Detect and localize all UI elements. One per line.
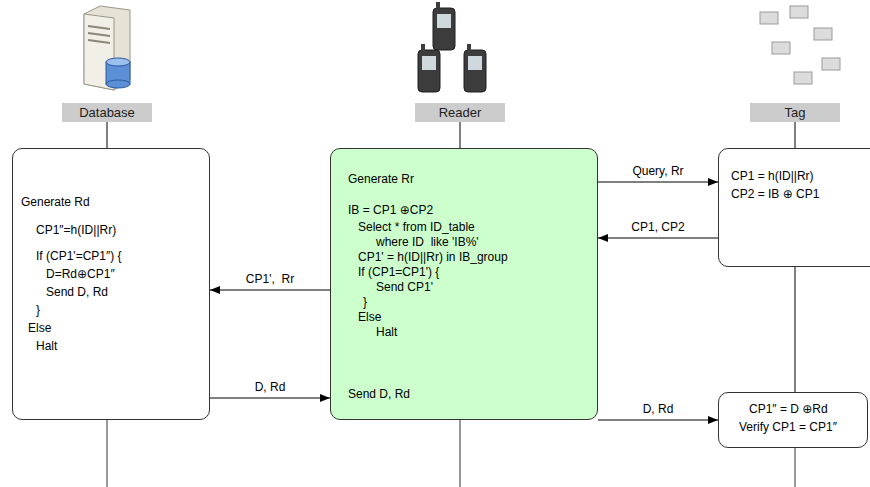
handheld <box>433 8 455 50</box>
step-text: Halt <box>376 325 397 339</box>
step-text: } <box>36 303 40 317</box>
lifeline <box>460 420 461 487</box>
handheld-screen <box>422 56 436 70</box>
lifeline <box>107 420 108 487</box>
message-label: Query, Rr <box>630 164 685 178</box>
step-text: CP1 = h(ID||Rr) <box>731 169 814 183</box>
handheld-screen <box>468 56 482 70</box>
server-body <box>84 6 130 90</box>
message-arrow <box>598 420 718 421</box>
step-text: Send CP1' <box>376 280 433 294</box>
lifeline <box>107 122 108 148</box>
step-text: Else <box>28 321 51 335</box>
actor-label: Database <box>62 103 152 122</box>
message-label: D, Rd <box>641 402 676 416</box>
lifeline <box>460 122 461 148</box>
message-arrow <box>598 238 718 239</box>
server-slot <box>88 33 110 36</box>
step-text: Generate Rr <box>348 172 414 186</box>
step-text: Halt <box>36 339 57 353</box>
step-text: Verify CP1 = CP1″ <box>739 420 837 434</box>
handheld-screen <box>437 14 451 28</box>
handheld-antenna <box>421 44 425 52</box>
handheld-antenna <box>467 44 471 52</box>
server-icon <box>84 6 130 90</box>
handheld <box>464 50 486 92</box>
actor-name: Database <box>79 106 135 120</box>
tag-chip <box>790 6 808 18</box>
actor-name: Tag <box>785 106 806 120</box>
handheld <box>418 50 440 92</box>
step-text: CP1' = h(ID||Rr) in IB_group <box>358 250 508 264</box>
actor-name: Reader <box>439 106 482 120</box>
tag-icon <box>760 6 840 84</box>
step-text: Generate Rd <box>21 195 90 209</box>
step-text: Send D, Rd <box>348 387 410 401</box>
message-arrow <box>598 182 718 183</box>
database-box: Generate Rd CP1″=h(ID||Rr) If (CP1'=CP1″) … <box>12 148 210 420</box>
step-text: } <box>363 295 367 309</box>
step-text: CP2 = IB ⊕ CP1 <box>731 187 819 201</box>
tag-box: CP1″ = D ⊕RdVerify CP1 = CP1″ <box>718 392 868 448</box>
step-text: IB = CP1 ⊕CP2 <box>348 203 433 217</box>
message-arrow <box>210 398 330 399</box>
tag-chip <box>794 72 812 84</box>
tag-chip <box>822 58 840 70</box>
reader-icon <box>418 2 486 92</box>
server-slot <box>88 26 110 29</box>
step-text: Send D, Rd <box>46 285 108 299</box>
message-label: CP1, CP2 <box>629 220 686 234</box>
tag-chip <box>772 42 790 54</box>
step-text: where ID like 'IB%' <box>376 235 479 249</box>
message-label: CP1', Rr <box>244 272 296 286</box>
step-text: CP1″ = D ⊕Rd <box>749 402 828 416</box>
disk-top <box>106 58 130 66</box>
lifeline <box>795 267 796 392</box>
step-text: Select * from ID_table <box>358 220 475 234</box>
server-slot <box>88 40 110 43</box>
tag-box: CP1 = h(ID||Rr) CP2 = IB ⊕ CP1 <box>718 148 870 267</box>
handheld-antenna <box>436 2 440 10</box>
actor-label: Tag <box>750 103 840 122</box>
step-text: CP1″=h(ID||Rr) <box>36 223 116 237</box>
lifeline <box>795 122 796 148</box>
actor-label: Reader <box>415 103 505 122</box>
tag-chip <box>760 12 778 24</box>
step-text: If (CP1=CP1') { <box>358 265 439 279</box>
message-label: D, Rd <box>253 380 288 394</box>
disk-bottom <box>106 80 130 88</box>
reader-box: Generate Rr IB = CP1 ⊕CP2Select * from ID… <box>330 148 598 420</box>
step-text: If (CP1'=CP1″) { <box>36 249 122 263</box>
message-arrow <box>210 290 330 291</box>
step-text: D=Rd⊕CP1″ <box>46 267 115 281</box>
step-text: Else <box>358 310 381 324</box>
tag-chip <box>814 28 832 40</box>
lifeline <box>795 448 796 487</box>
